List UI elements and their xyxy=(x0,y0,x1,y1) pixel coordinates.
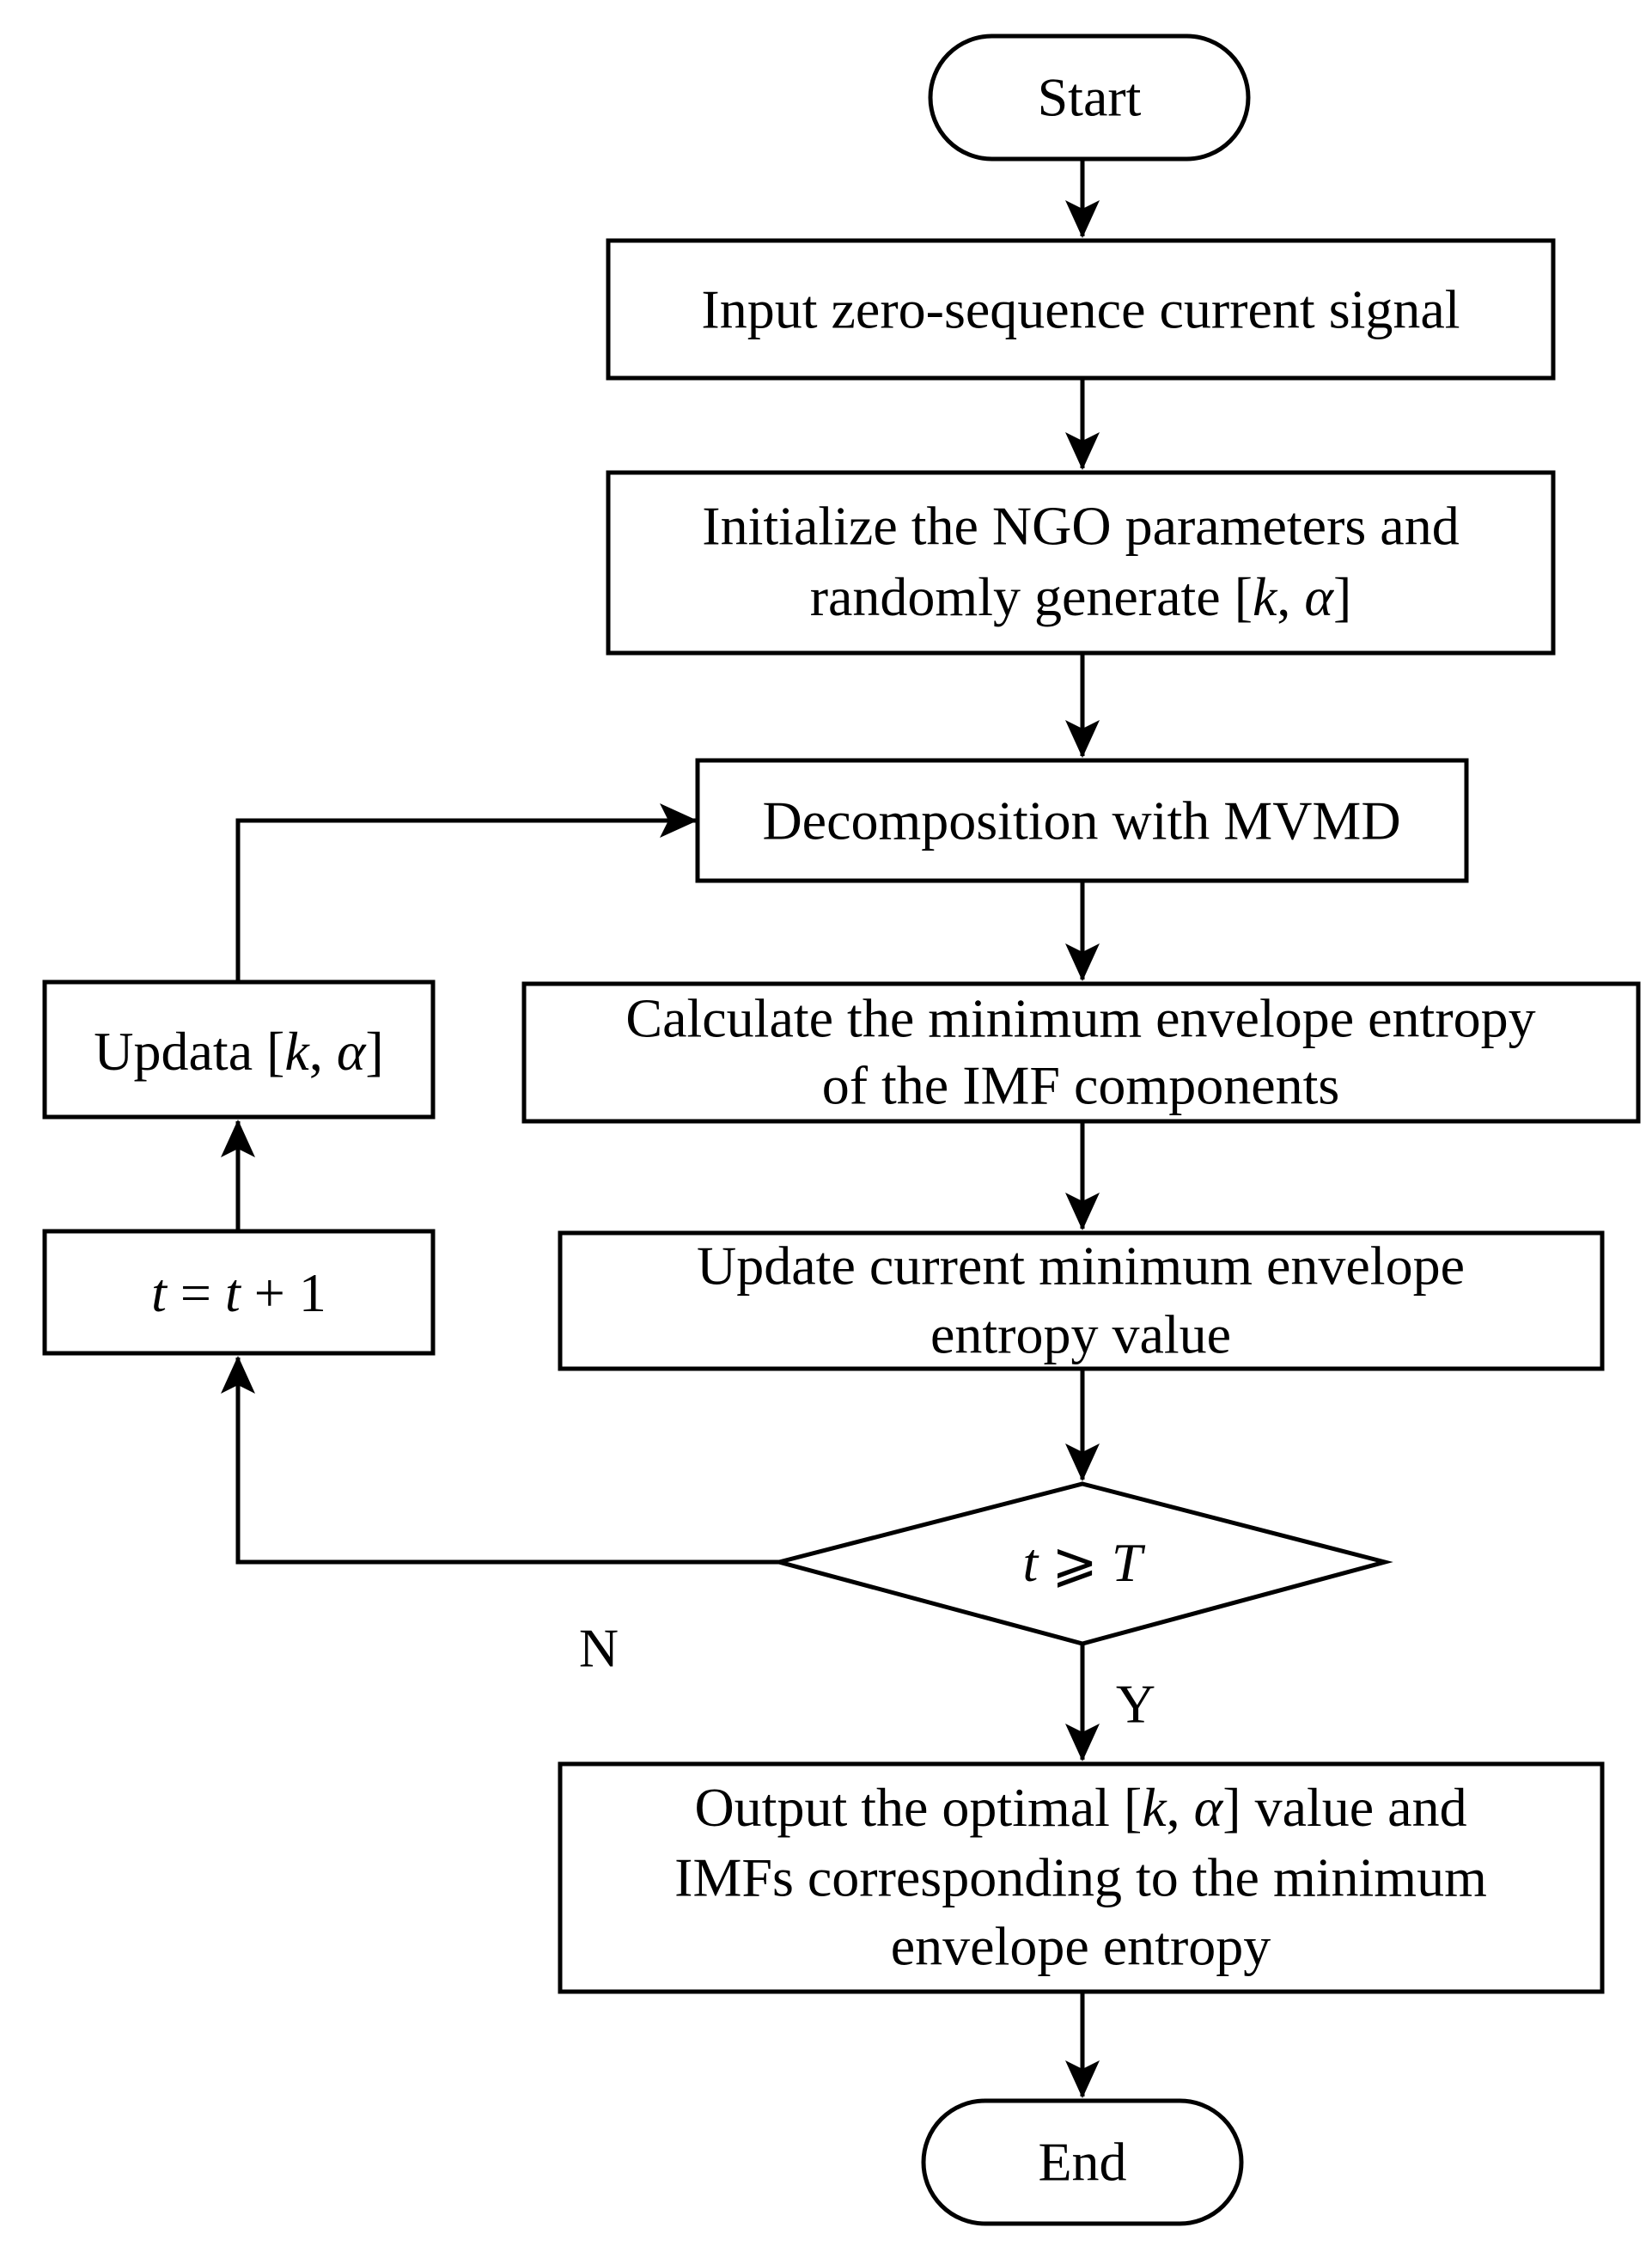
edge-update-ka-to-decomp xyxy=(235,803,698,982)
end-label: End xyxy=(1038,2132,1126,2193)
increment-label: t = t + 1 xyxy=(151,1262,326,1323)
output-line-3: envelope entropy xyxy=(891,1916,1271,1977)
decomposition-label: Decomposition with MVMD xyxy=(762,790,1400,851)
initialize-line-1: Initialize the NGO parameters and xyxy=(702,496,1459,557)
end-terminal: End xyxy=(921,2098,1244,2226)
decision-label: t ⩾ T xyxy=(1023,1532,1146,1593)
edges xyxy=(221,159,1100,2098)
start-label: Start xyxy=(1038,67,1142,128)
input-signal-label: Input zero-sequence current signal xyxy=(701,279,1460,340)
calculate-entropy-line-2: of the IMF components xyxy=(822,1055,1340,1116)
output-line-2: IMFs corresponding to the minimum xyxy=(674,1847,1487,1908)
initialize-box: Initialize the NGO parameters and random… xyxy=(606,470,1556,656)
update-k-alpha-box: Updata [k, α] xyxy=(42,979,436,1120)
edge-decision-to-increment-no xyxy=(221,1356,779,1565)
decision-diamond: t ⩾ T xyxy=(771,1481,1393,1646)
start-terminal: Start xyxy=(928,34,1251,162)
output-box: Output the optimal [k, α] value and IMFs… xyxy=(558,1761,1605,1994)
update-entropy-line-1: Update current minimum envelope xyxy=(697,1236,1465,1297)
edge-label-yes: Y xyxy=(1116,1674,1155,1735)
input-signal-box: Input zero-sequence current signal xyxy=(606,238,1556,381)
calculate-entropy-box: Calculate the minimum envelope entropy o… xyxy=(521,981,1641,1124)
update-entropy-box: Update current minimum envelope entropy … xyxy=(558,1230,1605,1371)
increment-box: t = t + 1 xyxy=(42,1229,436,1356)
output-line-1: Output the optimal [k, α] value and xyxy=(694,1777,1466,1838)
decomposition-box: Decomposition with MVMD xyxy=(695,758,1469,883)
initialize-line-2: randomly generate [k, α] xyxy=(810,566,1352,627)
update-k-alpha-label: Updata [k, α] xyxy=(94,1021,383,1082)
calculate-entropy-line-1: Calculate the minimum envelope entropy xyxy=(625,988,1535,1049)
update-entropy-line-2: entropy value xyxy=(930,1304,1231,1365)
edge-label-no: N xyxy=(579,1618,619,1679)
